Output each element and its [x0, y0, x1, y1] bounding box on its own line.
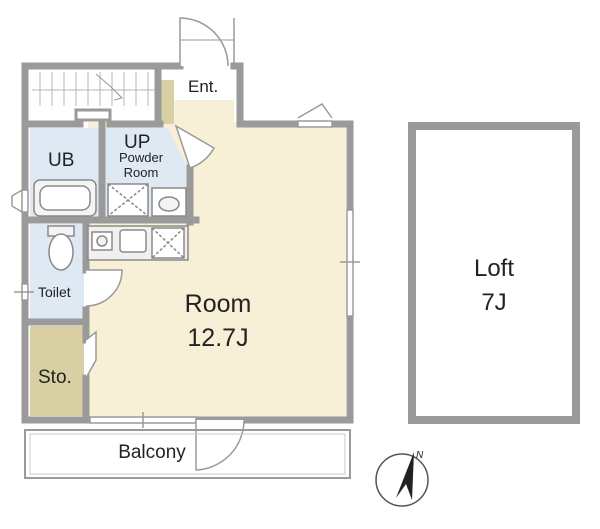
room-name-label: Room [185, 290, 252, 318]
toilet-bowl [48, 233, 74, 271]
balcony-label: Balcony [118, 442, 186, 463]
fixtures [33, 179, 189, 271]
room-size-label: 12.7J [187, 324, 248, 352]
entrance-door [179, 17, 229, 67]
powder-room-label-line1: Powder [119, 150, 164, 165]
stair-landing [74, 108, 112, 122]
windows [11, 103, 360, 428]
balcony-door [195, 419, 245, 471]
loft-size-label: 7J [481, 289, 506, 316]
loft-outline [408, 122, 580, 424]
powder-room-label-line2: Room [124, 165, 159, 180]
stairs-up-label: UP [124, 132, 150, 153]
storage-label: Sto. [38, 367, 72, 388]
balcony-outline [24, 429, 351, 479]
staircase [32, 72, 156, 106]
loft-name-label: Loft [474, 255, 514, 282]
powder-door [174, 124, 216, 169]
unit-bath-label: UB [48, 150, 74, 171]
balcony-rail [29, 433, 346, 475]
entrance-label: Ent. [188, 77, 218, 96]
doors [85, 17, 245, 471]
compass-icon: N [375, 450, 429, 507]
entrance-step [160, 80, 174, 124]
compass-north-label: N [416, 450, 424, 461]
storage-door [85, 330, 97, 379]
storage-floor [30, 326, 84, 416]
toilet-door [85, 269, 123, 307]
toilet-label: Toilet [38, 284, 71, 300]
